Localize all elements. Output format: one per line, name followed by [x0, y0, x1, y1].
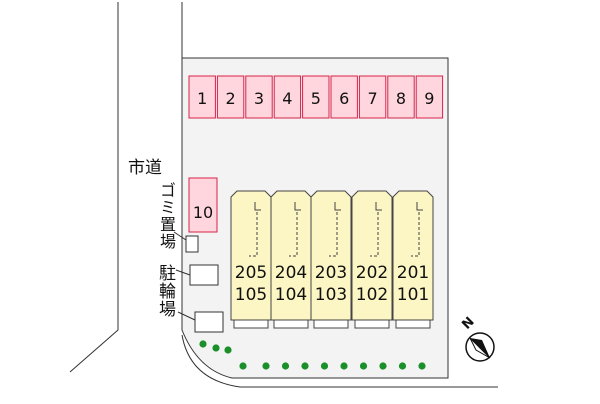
- tree-dot: [239, 362, 247, 370]
- unit-upper-number: 204: [274, 263, 308, 283]
- tree-dot: [224, 346, 232, 354]
- tree-dot: [398, 362, 407, 370]
- bike-box-1: [189, 264, 219, 286]
- parking-spot-6: [330, 75, 358, 119]
- tree-dot: [340, 362, 348, 370]
- tree-dot: [212, 344, 220, 352]
- unit-lower-number: 102: [355, 285, 389, 305]
- parking-spot-2: [216, 75, 245, 119]
- garbage-leader-line: [173, 231, 187, 241]
- road-label: 市道: [128, 158, 162, 178]
- parking-number-4: 4: [282, 89, 292, 108]
- parking-number-1: 1: [197, 89, 207, 108]
- bike-leader-line-1: [175, 269, 191, 276]
- parking-spot-10: [188, 177, 218, 233]
- parking-number-6: 6: [339, 89, 349, 108]
- garbage-box: [185, 235, 199, 253]
- parking-spot-1: [188, 75, 216, 119]
- parking-spot-7: [358, 75, 387, 119]
- road-edge-line: [69, 2, 119, 373]
- bike-leader-line-2: [177, 311, 196, 321]
- parking-spot-3: [245, 75, 273, 119]
- parking-number-9: 9: [424, 89, 434, 108]
- unit-lower-number: 105: [234, 285, 268, 305]
- sidewalk-curve: [181, 334, 498, 388]
- parking-number-8: 8: [396, 89, 406, 108]
- unit-upper-number: 205: [234, 263, 268, 283]
- unit-upper-number: 201: [396, 263, 430, 283]
- parking-number-2: 2: [226, 89, 236, 108]
- parking-number-3: 3: [254, 89, 264, 108]
- unit-upper-number: 202: [355, 263, 389, 283]
- tree-dot: [281, 362, 290, 370]
- tree-dot: [359, 362, 368, 370]
- tree-dot: [320, 362, 329, 370]
- parking-spot-5: [302, 75, 330, 119]
- parking-spot-9: [415, 75, 444, 119]
- unit-104: [270, 190, 312, 329]
- unit-105: [230, 190, 272, 329]
- tree-dot: [418, 362, 426, 370]
- parking-number-10: 10: [193, 203, 213, 222]
- tree-dot: [379, 362, 387, 370]
- parking-spot-4: [273, 75, 302, 119]
- bike-label: 駐輪場: [155, 264, 175, 318]
- unit-102: [351, 190, 393, 329]
- parking-number-5: 5: [311, 89, 321, 108]
- unit-lower-number: 104: [274, 285, 308, 305]
- building: [230, 190, 434, 329]
- tree-dot: [301, 362, 309, 370]
- garbage-label: ゴミ置場: [157, 182, 176, 250]
- unit-lower-number: 103: [314, 285, 348, 305]
- tree-dot: [262, 362, 270, 370]
- compass-needle-outline: [469, 337, 491, 359]
- bike-box-2: [194, 311, 224, 333]
- unit-101: [392, 190, 434, 329]
- tree-row: [199, 340, 426, 370]
- parking-spot-8: [387, 75, 415, 119]
- unit-lower-number: 101: [396, 285, 430, 305]
- tree-dot: [199, 340, 207, 348]
- parking-number-7: 7: [368, 89, 378, 108]
- unit-upper-number: 203: [314, 263, 348, 283]
- unit-103: [310, 190, 352, 329]
- compass: [465, 332, 495, 362]
